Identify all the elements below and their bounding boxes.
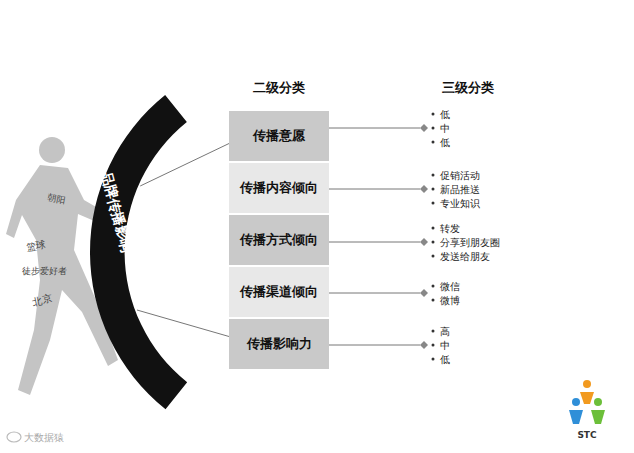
watermark-icon	[7, 432, 21, 442]
stc-logo	[569, 380, 605, 424]
diamond-markers	[420, 124, 428, 349]
box-label: 传播影响力	[247, 335, 312, 353]
category-band: 6.品牌传播影响	[80, 90, 192, 415]
bullets	[432, 113, 435, 361]
box-label: 传播内容倾向	[240, 179, 318, 197]
sub-category-item: 低	[440, 137, 450, 148]
sub-category-item: 微博	[440, 295, 460, 306]
leader-lines	[329, 128, 420, 345]
sub-category-item: 中	[440, 123, 450, 134]
sub-category-item: 转发	[440, 223, 460, 234]
sub-category-item: 低	[440, 109, 450, 120]
box-label: 传播意愿	[253, 127, 305, 145]
sub-category-item: 新品推送	[440, 184, 480, 195]
sub-category-item: 低	[440, 354, 450, 365]
box-label: 传播渠道倾向	[240, 283, 318, 301]
logo-text: STC	[577, 431, 596, 441]
sub-category-item: 高	[440, 326, 450, 337]
category-box: 传播方式倾向	[229, 215, 329, 265]
sub-category-item: 发送给朋友	[440, 251, 490, 262]
word-cloud-word: 徒步爱好者	[22, 267, 67, 277]
sub-category-item: 分享到朋友圈	[440, 237, 500, 248]
column-header: 二级分类	[253, 81, 305, 95]
band-shape	[80, 90, 192, 415]
sub-category-item: 中	[440, 340, 450, 351]
category-box: 传播意愿	[229, 111, 329, 161]
category-box: 传播渠道倾向	[229, 267, 329, 317]
sub-category-item: 专业知识	[440, 198, 480, 209]
sub-category-item: 促销活动	[440, 170, 480, 181]
category-box: 传播内容倾向	[229, 163, 329, 213]
connector-line	[137, 310, 229, 337]
sub-category-item: 微信	[440, 281, 460, 292]
watermark: 大数据猿	[24, 432, 64, 443]
box-label: 传播方式倾向	[240, 231, 318, 249]
category-box: 传播影响力	[229, 319, 329, 369]
column-header: 三级分类	[442, 81, 494, 95]
